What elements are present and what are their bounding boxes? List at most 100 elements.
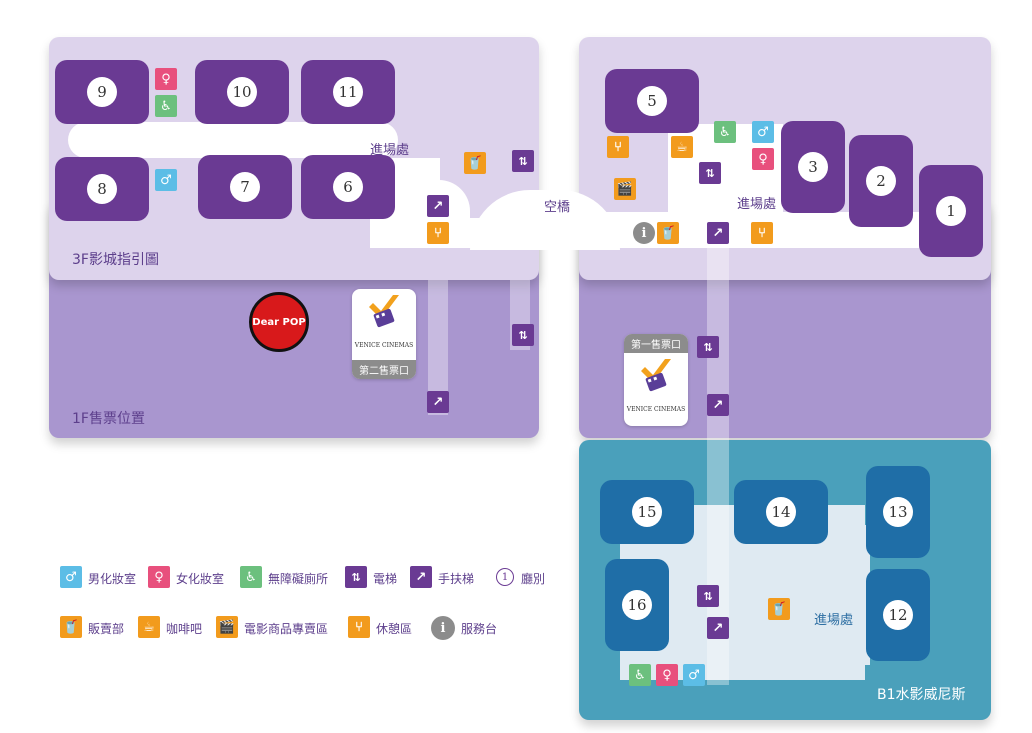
legend-hall-number-icon: 1 xyxy=(496,568,514,586)
seat-icon: ⑂ xyxy=(607,136,629,158)
female-restroom-icon: ♀ xyxy=(656,664,678,686)
clapperboard-icon: 🎬 xyxy=(614,178,636,200)
elevator-icon: ⇅ xyxy=(697,336,719,358)
hall-number: 8 xyxy=(87,174,117,204)
hall-number: 16 xyxy=(622,590,652,620)
escalator-shaft-1f xyxy=(428,280,448,415)
hall-number: 13 xyxy=(883,497,913,527)
hall-number: 1 xyxy=(936,196,966,226)
entrance-3f-left-label: 進場處 xyxy=(370,143,410,158)
seat-icon: ⑂ xyxy=(751,222,773,244)
coffee-cup-icon: ☕ xyxy=(671,136,693,158)
hall-6[interactable]: 6 xyxy=(301,155,395,219)
male-restroom-icon: ♂ xyxy=(752,121,774,143)
hall-number: 7 xyxy=(230,172,260,202)
legend-escalator-icon: ↗ xyxy=(410,566,432,588)
3f-corridor-top xyxy=(68,122,398,158)
elevator-icon: ⇅ xyxy=(512,324,534,346)
floor-1f-label: 1F售票位置 xyxy=(72,411,145,427)
escalator-icon: ↗ xyxy=(427,195,449,217)
legend-lounge-label: 休憩區 xyxy=(376,622,413,636)
legend-male-label: 男化妝室 xyxy=(88,572,137,586)
ticket-booth-second-label: 第二售票口 xyxy=(352,360,416,379)
info-icon[interactable]: i xyxy=(633,222,655,244)
seat-icon: ⑂ xyxy=(427,222,449,244)
legend-shop-label: 電影商品專賣區 xyxy=(244,622,329,636)
hall-number: 9 xyxy=(87,77,117,107)
escalator-icon: ↗ xyxy=(427,391,449,413)
hall-number: 6 xyxy=(333,172,363,202)
popcorn-logo-text: Dear POP xyxy=(252,316,306,328)
legend-service-label: 服務台 xyxy=(461,622,498,636)
hall-16[interactable]: 16 xyxy=(605,559,669,651)
hall-10[interactable]: 10 xyxy=(195,60,289,124)
hall-number: 11 xyxy=(333,77,363,107)
elevator-icon: ⇅ xyxy=(697,585,719,607)
legend-drink-cup-icon: 🥤 xyxy=(60,616,82,638)
b1-corridor-right xyxy=(860,525,870,665)
wheelchair-icon: ♿ xyxy=(629,664,651,686)
legend-seat-icon: ⑂ xyxy=(348,616,370,638)
drink-cup-icon: 🥤 xyxy=(657,222,679,244)
legend-info-icon: i xyxy=(431,616,455,640)
hall-15[interactable]: 15 xyxy=(600,480,694,544)
hall-8[interactable]: 8 xyxy=(55,157,149,221)
legend-male-icon: ♂ xyxy=(60,566,82,588)
legend-female-label: 女化妝室 xyxy=(176,572,225,586)
venice-cinemas-logo xyxy=(359,289,409,343)
elevator-icon: ⇅ xyxy=(699,162,721,184)
legend-hall-label: 廳別 xyxy=(521,572,546,586)
hall-number: 14 xyxy=(766,497,796,527)
skybridge-label: 空橋 xyxy=(544,200,571,215)
hall-13[interactable]: 13 xyxy=(866,466,930,558)
hall-14[interactable]: 14 xyxy=(734,480,828,544)
legend-wheelchair-icon: ♿ xyxy=(240,566,262,588)
legend-female-icon: ♀ xyxy=(148,566,170,588)
ticket-booth-second[interactable]: VENICE CINEMAS 第二售票口 xyxy=(352,289,416,379)
hall-9[interactable]: 9 xyxy=(55,60,149,124)
ticket-booth-first[interactable]: 第一售票口 VENICE CINEMAS xyxy=(624,334,688,426)
female-restroom-icon: ♀ xyxy=(155,68,177,90)
venice-cinemas-caption: VENICE CINEMAS xyxy=(626,406,686,413)
floor-b1-label: B1水影威尼斯 xyxy=(877,687,966,703)
drink-cup-icon: 🥤 xyxy=(464,152,486,174)
hall-number: 3 xyxy=(798,152,828,182)
legend-escalator-label: 手扶梯 xyxy=(438,572,475,586)
legend-elevator-label: 電梯 xyxy=(373,572,398,586)
hall-11[interactable]: 11 xyxy=(301,60,395,124)
male-restroom-icon: ♂ xyxy=(683,664,705,686)
ticket-booth-first-label: 第一售票口 xyxy=(624,334,688,353)
venice-cinemas-caption: VENICE CINEMAS xyxy=(354,342,414,349)
legend-snack-label: 販賣部 xyxy=(88,622,125,636)
escalator-icon: ↗ xyxy=(707,394,729,416)
hall-2[interactable]: 2 xyxy=(849,135,913,227)
hall-12[interactable]: 12 xyxy=(866,569,930,661)
entrance-b1-label: 進場處 xyxy=(814,613,854,628)
legend-cafe-label: 咖啡吧 xyxy=(166,622,203,636)
drink-cup-icon: 🥤 xyxy=(768,598,790,620)
hall-1[interactable]: 1 xyxy=(919,165,983,257)
hall-number: 2 xyxy=(866,166,896,196)
floor-3f-label: 3F影城指引圖 xyxy=(72,252,159,268)
popcorn-logo: Dear POP xyxy=(249,292,309,352)
male-restroom-icon: ♂ xyxy=(155,169,177,191)
hall-3[interactable]: 3 xyxy=(781,121,845,213)
elevator-icon: ⇅ xyxy=(512,150,534,172)
hall-number: 12 xyxy=(883,600,913,630)
hall-number: 10 xyxy=(227,77,257,107)
legend-elevator-icon: ⇅ xyxy=(345,566,367,588)
hall-7[interactable]: 7 xyxy=(198,155,292,219)
hall-5[interactable]: 5 xyxy=(605,69,699,133)
venice-cinemas-logo xyxy=(631,353,681,407)
hall-number: 15 xyxy=(632,497,662,527)
escalator-icon: ↗ xyxy=(707,617,729,639)
entrance-3f-right-label: 進場處 xyxy=(737,197,777,212)
wheelchair-icon: ♿ xyxy=(714,121,736,143)
hall-number: 5 xyxy=(637,86,667,116)
legend-accessible-label: 無障礙廁所 xyxy=(268,572,329,586)
female-restroom-icon: ♀ xyxy=(752,148,774,170)
legend-clapperboard-icon: 🎬 xyxy=(216,616,238,638)
escalator-icon: ↗ xyxy=(707,222,729,244)
legend-coffee-cup-icon: ☕ xyxy=(138,616,160,638)
wheelchair-icon: ♿ xyxy=(155,95,177,117)
